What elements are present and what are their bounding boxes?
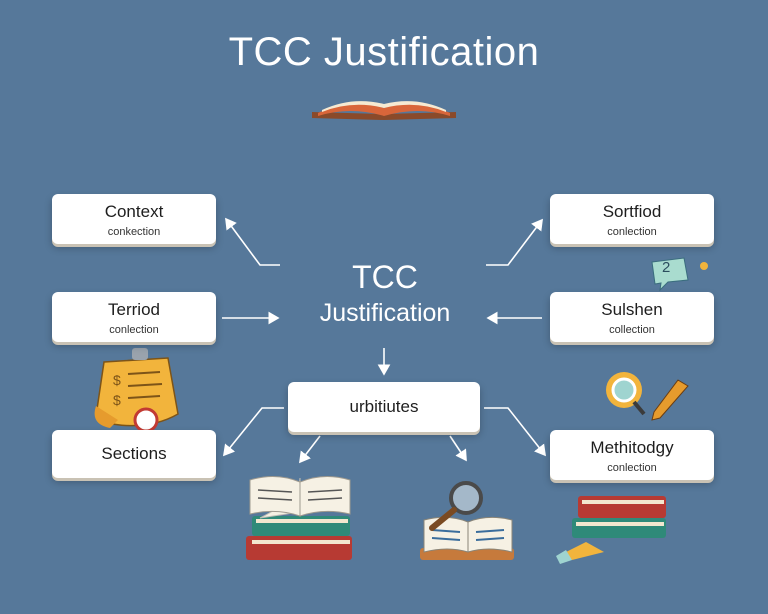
hub-label: urbitiutes [349,397,419,416]
center-label-line1: TCC [352,259,418,295]
card-title: Sulshen [601,300,663,319]
card-context[interactable]: Context conkection [52,194,216,244]
card-methitodgy[interactable]: Methitodgy conlection [550,430,714,480]
card-title: Methitodgy [590,438,674,457]
book-magnifier-icon [420,481,514,560]
card-subtitle: conlection [109,324,159,336]
arrow-hub-book-left [299,435,321,464]
card-subtitle: conlection [607,462,657,474]
dollar-sign-icon: $ [113,372,121,388]
book-stack-icon [246,476,352,560]
card-subtitle: conlection [607,226,657,238]
arrow-sortfiod [486,218,543,266]
page-title: TCC Justification [228,30,540,74]
card-sulshen[interactable]: Sulshen collection [550,292,714,342]
card-title: Context [104,202,164,221]
card-title: Sections [101,444,167,463]
document-clipboard-icon [94,348,179,433]
arrow-hub-sections [222,407,284,457]
card-sortfiod[interactable]: Sortfiod conlection [550,194,714,244]
magnifier-pencil-icon [606,372,689,421]
card-subtitle: collection [609,324,655,336]
speech-bubble-number: 2 [662,259,671,276]
hub-card[interactable]: urbitiutes [288,382,480,432]
card-subtitle: conkection [107,226,161,238]
arrow-context [225,217,280,266]
center-label: TCC Justification [280,258,490,330]
card-terriod[interactable]: Terriod conlection [52,292,216,342]
card-title: Terriod [108,300,160,319]
speech-bubble-icon [651,257,708,292]
center-label-line2: Justification [319,299,451,327]
card-sections[interactable]: Sections [52,430,216,478]
dollar-sign-icon: $ [113,392,121,408]
arrow-hub-methitodgy [484,407,546,457]
open-book-icon [312,101,456,120]
arrow-hub-book-right [449,435,467,462]
card-title: Sortfiod [602,202,662,221]
book-stack-icon [556,496,666,564]
